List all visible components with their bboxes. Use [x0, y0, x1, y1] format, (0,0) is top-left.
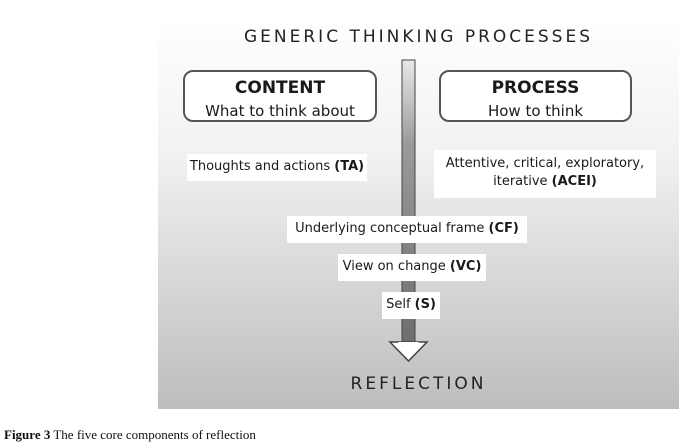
- process-box: PROCESS How to think: [439, 70, 632, 122]
- component-cf: Underlying conceptual frame (CF): [287, 216, 527, 243]
- component-acei-abbr: (ACEI): [551, 174, 597, 189]
- reflection-label: REFLECTION: [350, 374, 487, 394]
- component-vc-text: View on change: [342, 259, 450, 274]
- content-box: CONTENT What to think about: [183, 70, 377, 122]
- caption-label: Figure 3: [4, 427, 51, 442]
- caption-text: The five core components of reflection: [50, 427, 256, 442]
- component-acei: Attentive, critical, exploratory, iterat…: [434, 150, 656, 198]
- content-subheading: What to think about: [205, 102, 355, 120]
- diagram-panel: GENERIC THINKING PROCESSES CONTENT What …: [158, 18, 679, 409]
- component-s-abbr: (S): [414, 297, 436, 312]
- component-s: Self (S): [382, 292, 440, 319]
- diagram-title: GENERIC THINKING PROCESSES: [244, 27, 593, 47]
- component-acei-line2: iterative: [493, 174, 552, 189]
- content-heading: CONTENT: [234, 78, 326, 98]
- component-cf-abbr: (CF): [488, 221, 519, 236]
- process-subheading: How to think: [487, 102, 584, 120]
- downward-arrow: [388, 59, 429, 363]
- component-cf-text: Underlying conceptual frame: [295, 221, 489, 236]
- component-ta-abbr: (TA): [334, 159, 365, 174]
- component-vc-abbr: (VC): [449, 259, 482, 274]
- figure-caption: Figure 3 The five core components of ref…: [4, 427, 256, 443]
- component-acei-line1: Attentive, critical, exploratory,: [445, 156, 645, 171]
- component-s-text: Self: [386, 297, 415, 312]
- component-ta-text: Thoughts and actions: [189, 159, 335, 174]
- process-heading: PROCESS: [491, 78, 580, 98]
- component-ta: Thoughts and actions (TA): [187, 154, 367, 181]
- component-vc: View on change (VC): [338, 254, 486, 281]
